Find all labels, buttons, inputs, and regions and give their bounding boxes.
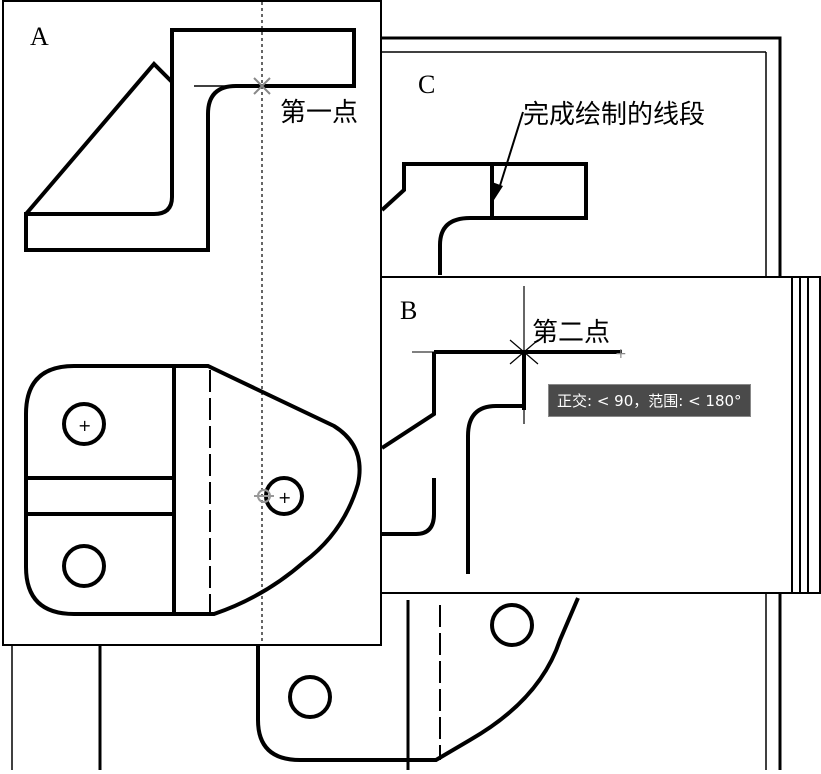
first-point-label: 第一点 — [280, 98, 359, 128]
panel-b-label: B — [400, 296, 418, 325]
drawing-b-lines: + — [380, 278, 809, 592]
drawing-a-lines: + + — [24, 2, 362, 644]
panel-a-label: A — [30, 22, 49, 51]
panel-c-label: C — [418, 70, 436, 99]
second-point-label: 第二点 — [532, 318, 611, 348]
completed-segment-annotation: 完成绘制的线段 — [523, 100, 706, 130]
panel-a: + + A 第一点 — [2, 0, 382, 646]
svg-text:+: + — [278, 488, 291, 507]
panel-b: + B 第二点 正交: < 90，范围: < 180° — [370, 276, 821, 594]
ortho-tooltip: 正交: < 90，范围: < 180° — [548, 384, 751, 417]
svg-text:+: + — [78, 416, 91, 435]
svg-text:+: + — [615, 346, 627, 362]
